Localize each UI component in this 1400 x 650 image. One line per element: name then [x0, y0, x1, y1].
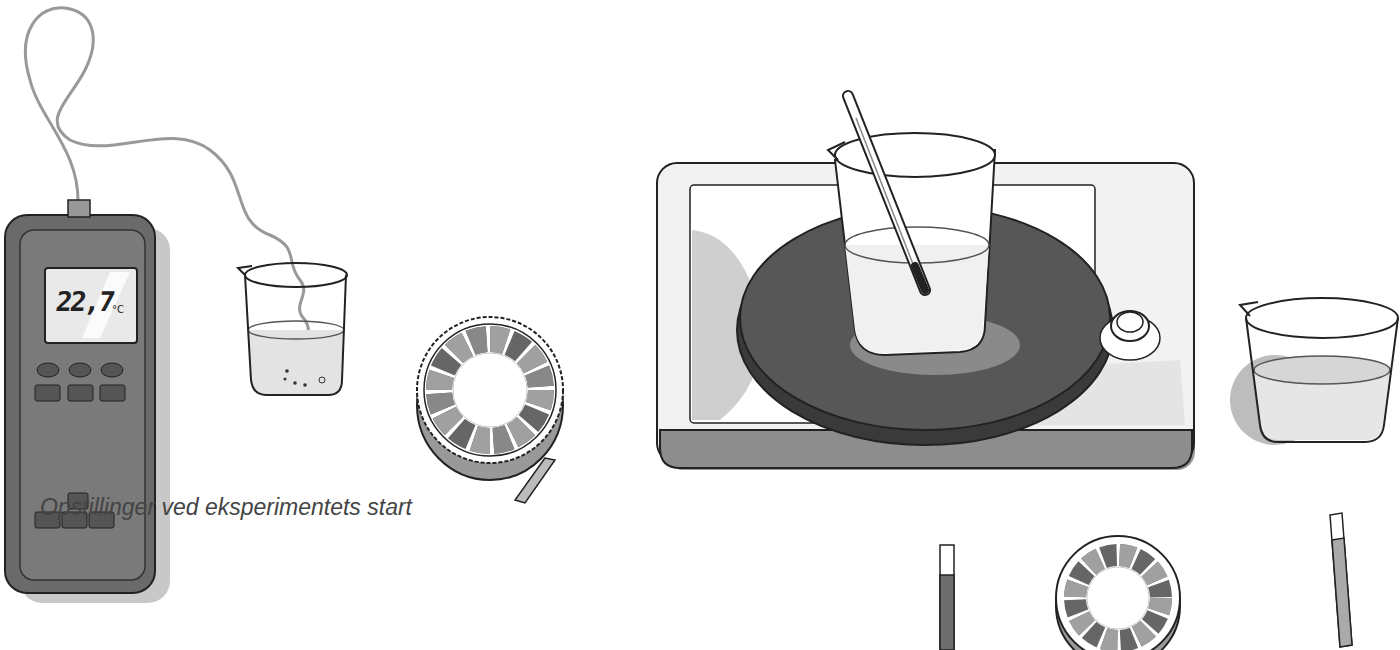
device-face [20, 230, 145, 580]
unit-label: °C [112, 304, 124, 315]
ph-strip-color [940, 575, 954, 650]
liquid-surface [1254, 356, 1390, 384]
liquid-surface [248, 321, 344, 339]
color-scale [439, 339, 541, 441]
roll-center [1087, 567, 1149, 629]
bubble [319, 377, 325, 383]
bubble [303, 383, 307, 387]
temperature-reading: 22,7 [54, 286, 115, 317]
color-scale [439, 339, 541, 441]
bubble [284, 378, 287, 381]
ph-strip [940, 545, 954, 650]
color-scale [1075, 555, 1161, 641]
roll-center [453, 353, 527, 427]
beaker [245, 275, 346, 395]
glass-thermometer [848, 96, 925, 290]
roll-rim [424, 324, 556, 456]
bubble [293, 381, 297, 385]
knob [1111, 311, 1149, 341]
device-button [37, 363, 59, 377]
knob-top [1117, 312, 1143, 332]
device-button [100, 385, 125, 401]
device-button [69, 363, 91, 377]
beaker-rim [245, 263, 347, 287]
device-button [68, 385, 93, 401]
beaker-rim [1246, 298, 1398, 338]
figure-caption: Opstillinger ved eksperimentets start [40, 494, 412, 521]
thermometer-device [5, 215, 155, 593]
glass-thermometer [848, 96, 925, 290]
bubble [285, 369, 289, 373]
ph-strip [1330, 513, 1352, 647]
thermometer-column [856, 118, 920, 282]
device-plug [68, 200, 90, 217]
device-button [35, 385, 60, 401]
beaker-spout [1240, 302, 1258, 316]
beaker-spout [238, 266, 252, 275]
ph-paper-roll [417, 317, 563, 463]
color-scale [439, 339, 541, 441]
ph-paper-roll [1056, 536, 1180, 650]
color-scale [1075, 555, 1161, 641]
lcd-display [45, 268, 137, 343]
ph-strip-color [1332, 538, 1352, 647]
thermometer-bulb [915, 266, 925, 290]
beaker-spout [828, 142, 845, 160]
beaker [1246, 318, 1398, 442]
device-button [101, 363, 123, 377]
